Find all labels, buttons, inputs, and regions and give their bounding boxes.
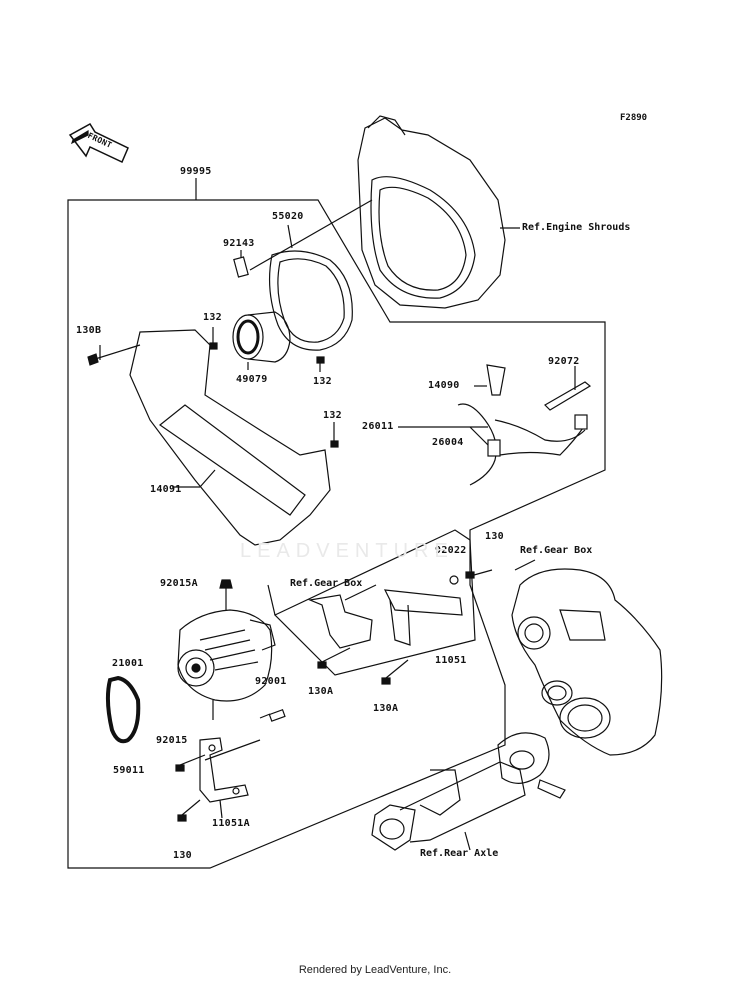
part-92015A: 92015A	[160, 578, 198, 589]
part-14091: 14091	[150, 484, 182, 495]
part-92072: 92072	[548, 356, 580, 367]
part-92143: 92143	[223, 238, 255, 249]
rear-axle	[371, 732, 566, 851]
part-130A-right: 130A	[373, 703, 399, 714]
footer-credit: Rendered by LeadVenture, Inc.	[298, 964, 452, 976]
dowel-pin	[233, 250, 249, 278]
drive-belt	[105, 675, 141, 744]
part-11051A: 11051A	[212, 818, 250, 829]
part-92022: 92022	[435, 545, 467, 556]
ref-gear-box-right[interactable]: Ref.Gear Box	[520, 545, 593, 556]
wiring-harness	[398, 364, 592, 486]
belt-cover	[87, 329, 331, 546]
air-duct	[232, 311, 291, 370]
bolts	[99, 345, 493, 822]
part-130-bracket: 130	[485, 531, 504, 542]
part-99995: 99995	[180, 166, 212, 177]
engine-shroud	[357, 115, 520, 309]
alternator	[177, 609, 276, 720]
part-14090: 14090	[428, 380, 460, 391]
part-55020: 55020	[272, 211, 304, 222]
part-92001: 92001	[255, 676, 287, 687]
alternator-bracket	[199, 737, 261, 819]
part-132-low: 132	[323, 410, 342, 421]
gasket	[249, 199, 373, 351]
bracket-11051	[307, 589, 463, 649]
part-59011: 59011	[113, 765, 145, 776]
ref-rear-axle[interactable]: Ref.Rear Axle	[420, 848, 499, 859]
part-132-mid: 132	[313, 376, 332, 387]
gear-box	[511, 559, 663, 756]
part-130A-left: 130A	[308, 686, 334, 697]
front-arrow-icon	[68, 123, 129, 164]
ref-engine-shrouds[interactable]: Ref.Engine Shrouds	[522, 222, 631, 233]
part-21001: 21001	[112, 658, 144, 669]
bolt-132	[209, 327, 339, 448]
ref-gear-box-left[interactable]: Ref.Gear Box	[290, 578, 363, 589]
part-130-bottom: 130	[173, 850, 192, 861]
part-49079: 49079	[236, 374, 268, 385]
part-130B: 130B	[76, 325, 102, 336]
watermark: LEADVENTURE	[240, 540, 454, 562]
figure-code: F2890	[620, 113, 648, 123]
part-26011: 26011	[362, 421, 394, 432]
part-132-top: 132	[203, 312, 222, 323]
assembly-frame	[67, 199, 606, 869]
part-11051: 11051	[435, 655, 467, 666]
part-26004: 26004	[432, 437, 464, 448]
part-92015: 92015	[156, 735, 188, 746]
